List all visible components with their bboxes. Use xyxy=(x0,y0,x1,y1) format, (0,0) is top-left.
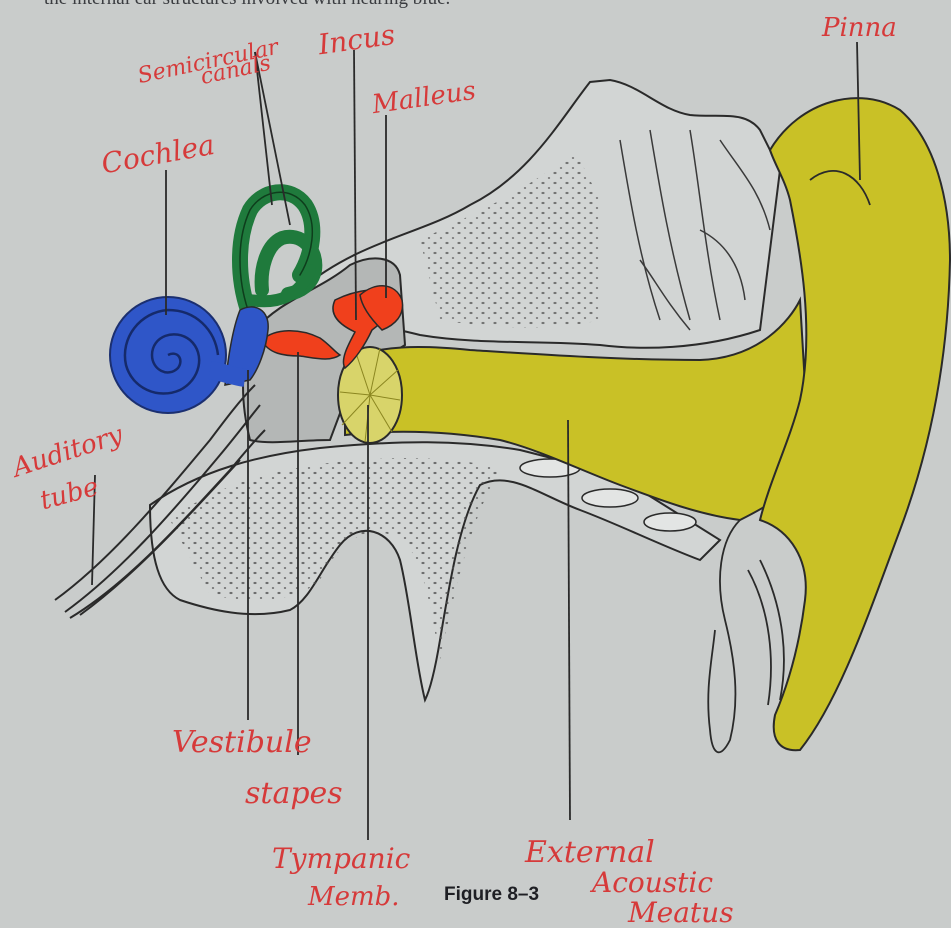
semicircular-canals xyxy=(240,192,315,310)
label-auditory-line2: tube xyxy=(37,472,102,516)
bone-texture-upper xyxy=(420,150,600,328)
label-tympanic-line1: Tympanic xyxy=(272,842,411,875)
label-pinna: Pinna xyxy=(821,13,897,43)
label-vestibule: Vestibule xyxy=(172,725,312,760)
label-cochlea: Cochlea xyxy=(99,128,217,180)
label-malleus: Malleus xyxy=(369,76,477,120)
label-stapes: stapes xyxy=(245,776,343,811)
label-tympanic-line2: Memb. xyxy=(307,882,400,912)
label-meatus-line2: Acoustic xyxy=(589,866,713,899)
label-meatus-line3: Meatus xyxy=(627,896,734,928)
label-meatus-line1: External xyxy=(524,835,655,870)
figure-caption: Figure 8–3 xyxy=(444,884,539,906)
cochlea xyxy=(110,297,245,413)
label-incus: Incus xyxy=(315,18,397,62)
label-auditory-line1: Auditory xyxy=(7,420,127,484)
